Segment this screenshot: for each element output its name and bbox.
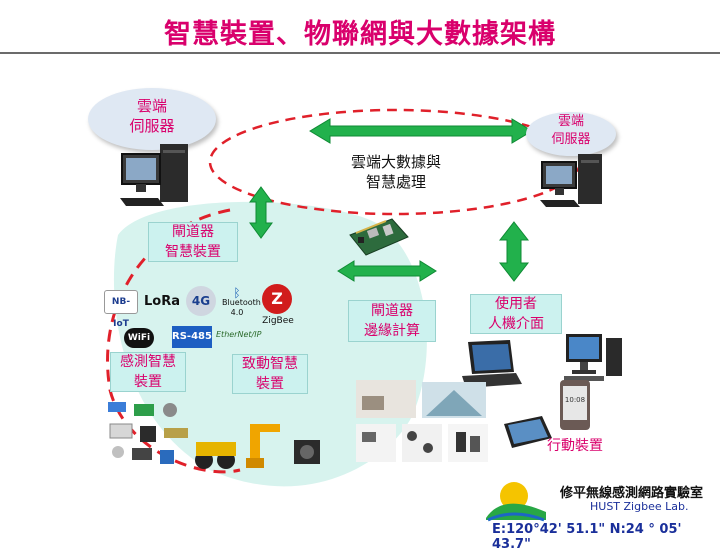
phone-screen-time: 10:08	[565, 396, 585, 404]
cloud-bigdata-line2: 智慧處理	[365, 173, 426, 191]
sensing-device-label: 感測智慧 裝置	[110, 352, 186, 392]
cloud-bigdata-line1: 雲端大數據與	[350, 153, 441, 171]
user-interface-label: 使用者 人機介面	[470, 294, 562, 334]
cloud-server-line2: 伺服器	[129, 117, 175, 135]
right-server-line1: 雲端	[557, 114, 584, 129]
gateway-smart-line1: 閘道器	[172, 224, 214, 240]
sensor-collage-icon	[108, 402, 188, 464]
smart-home-collage-icon	[356, 380, 488, 462]
nbiot-logo: NB-IoT	[104, 290, 138, 329]
sensing-device-box	[110, 352, 186, 392]
sensing-device-line2: 裝置	[134, 374, 162, 390]
cloud-server-computer-icon	[120, 144, 188, 206]
lora-logo: LoRa	[144, 294, 180, 309]
right-server-computer-icon	[540, 154, 602, 207]
arrow-cloud-horizontal	[309, 118, 533, 144]
gateway-board-icon	[349, 218, 409, 256]
title-divider	[0, 52, 720, 54]
ethernetip-logo: EtherNet/IP	[216, 330, 262, 339]
actuating-device-line1: 致動智慧	[242, 356, 298, 372]
gateway-edge-line1: 閘道器	[371, 303, 413, 319]
rs485-logo: RS-485	[172, 326, 212, 348]
gateway-smart-label: 閘道器 智慧裝置	[148, 222, 238, 262]
phone-icon: 10:08	[560, 380, 590, 430]
zigbee-label: ZigBee	[262, 316, 294, 326]
arrow-edge-horizontal	[337, 260, 437, 282]
lab-coordinates: E:120°42' 51.1" N:24 ° 05' 43.7"	[492, 522, 682, 552]
zigbee-icon: Z	[262, 284, 292, 314]
gateway-edge-label: 閘道器 邊緣計算	[348, 301, 436, 341]
gateway-smart-line2: 智慧裝置	[165, 244, 221, 260]
bluetooth-icon: ᛒ	[233, 286, 241, 300]
actuating-device-label: 致動智慧 裝置	[232, 354, 308, 394]
user-interface-line1: 使用者	[495, 296, 537, 312]
actuating-device-line2: 裝置	[256, 376, 284, 392]
page-title: 智慧裝置、物聯網與大數據架構	[164, 19, 556, 50]
cloud-server-line1: 雲端	[136, 97, 167, 115]
cloud-server-label: 雲端 伺服器	[88, 96, 216, 136]
mobile-device-label: 行動裝置	[547, 438, 603, 454]
bluetooth-logo: ᛒ Bluetooth 4.0	[222, 286, 261, 322]
lab-english-name: HUST Zigbee Lab.	[590, 500, 689, 513]
right-server-bubble	[526, 112, 616, 156]
gateway-edge-box	[348, 300, 436, 342]
lab-logo-icon	[486, 482, 546, 522]
4g-logo: 4G	[186, 286, 216, 316]
arrow-gateway-vertical	[249, 186, 273, 239]
desktop-pc-icon	[564, 334, 622, 381]
actuating-device-box	[232, 354, 308, 394]
right-server-label: 雲端 伺服器	[526, 113, 616, 149]
bluetooth-label: Bluetooth 4.0	[222, 298, 261, 317]
sensing-device-line1: 感測智慧	[120, 354, 176, 370]
laptop-icon	[462, 340, 522, 388]
cloud-bigdata-label: 雲端大數據與 智慧處理	[336, 152, 456, 192]
cloud-server-bubble	[88, 88, 216, 150]
wifi-logo: WiFi	[124, 328, 154, 348]
arrow-user-vertical	[498, 221, 530, 282]
right-server-line2: 伺服器	[551, 132, 591, 147]
user-interface-line2: 人機介面	[488, 316, 544, 332]
user-interface-box	[470, 294, 562, 334]
lab-name: 修平無線感測網路實驗室	[560, 486, 704, 501]
actuator-collage-icon	[195, 424, 320, 469]
gateway-edge-line2: 邊緣計算	[364, 323, 420, 339]
gateway-smart-box	[148, 222, 238, 262]
tablet-icon	[504, 416, 552, 448]
